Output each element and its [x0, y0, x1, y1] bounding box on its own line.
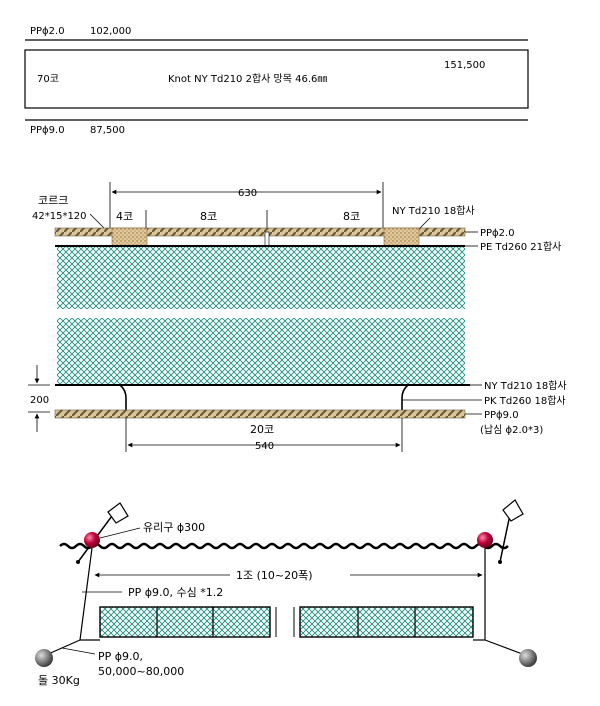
stone-label: 돌 30Kg	[38, 674, 80, 687]
anchor-rope-label: PP ɸ9.0,	[98, 650, 143, 663]
buoy-left	[84, 532, 100, 548]
box-center-label: Knot NY Td210 2합사 망목 46.6㎜	[168, 73, 327, 85]
top-rope-label: PPɸ2.0	[30, 26, 65, 37]
rope-label: PP ɸ9.0, 수심 *1.2	[128, 586, 223, 599]
dim-200-text: 200	[30, 395, 49, 406]
seg-4-label: 4코	[116, 210, 133, 223]
flag-left	[107, 502, 129, 524]
anchor-range-label: 50,000~80,000	[98, 665, 184, 678]
top-rope-value: 102,000	[90, 26, 131, 37]
cork-size-text: 42*15*120	[32, 211, 87, 222]
bottom-rope-value: 87,500	[90, 125, 125, 136]
float-tie	[264, 231, 270, 247]
cork-label: 코르크	[38, 194, 68, 207]
sea-surface-wave	[59, 542, 509, 550]
dim-540-text: 540	[255, 441, 274, 452]
cork-float-left	[111, 227, 148, 247]
span-label: 1조 (10~20폭)	[236, 569, 313, 582]
header-section: PPɸ2.0 102,000 151,500 70코 Knot NY Td210…	[24, 26, 529, 136]
seg-20-label: 20코	[250, 423, 274, 436]
ny-upper-label: NY Td210 18합사	[392, 205, 475, 217]
span-label-bg	[230, 567, 350, 581]
pole-foot-right	[498, 560, 502, 564]
pole-foot-left	[76, 560, 80, 564]
sinker-core-label: (납심 ɸ2.0*3)	[480, 424, 543, 436]
netting-upper	[57, 247, 465, 309]
seg-8b-label: 8코	[343, 210, 360, 223]
buoy-rope-left	[79, 547, 93, 641]
anchor-rope-right	[484, 639, 526, 656]
flag-right	[502, 499, 524, 522]
netting-lower	[57, 318, 465, 384]
cork-float-right	[383, 227, 420, 247]
dropper-left	[119, 384, 127, 412]
stone-right	[519, 649, 537, 667]
dim-630-text: 630	[238, 188, 257, 199]
pk-rope-label: PK Td260 18합사	[484, 395, 566, 407]
net-panel-left	[99, 606, 271, 638]
setup-section: 유리구 ɸ300 1조 (10~20폭) PP ɸ9.0, 수심 *1.2 PP…	[35, 499, 537, 687]
float-label-leader	[99, 527, 141, 539]
dropper-right	[401, 384, 409, 412]
ny-lower-label: NY Td210 18합사	[484, 380, 567, 392]
pe-rope-label: PE Td260 21합사	[480, 241, 561, 253]
stone-left	[35, 649, 53, 667]
buoy-right	[477, 532, 493, 548]
sinker-rope-label: PPɸ9.0	[484, 410, 519, 421]
seg-8a-label: 8코	[200, 210, 217, 223]
box-right-value: 151,500	[444, 60, 485, 71]
anchor-label-leader	[61, 647, 96, 655]
sinker-rope	[54, 409, 466, 419]
float-rope-label: PPɸ2.0	[480, 228, 515, 239]
net-panel-right	[299, 606, 474, 638]
box-left-label: 70코	[37, 74, 59, 85]
net-panel-box	[24, 49, 529, 109]
anchor-rope-left	[45, 639, 81, 656]
detail-section: 630 코르크 42*15*120 4코 8코 8코 NY Td210 18합사…	[28, 182, 567, 452]
bottom-rope-label: PPɸ9.0	[30, 125, 65, 136]
float-label: 유리구 ɸ300	[143, 521, 205, 534]
